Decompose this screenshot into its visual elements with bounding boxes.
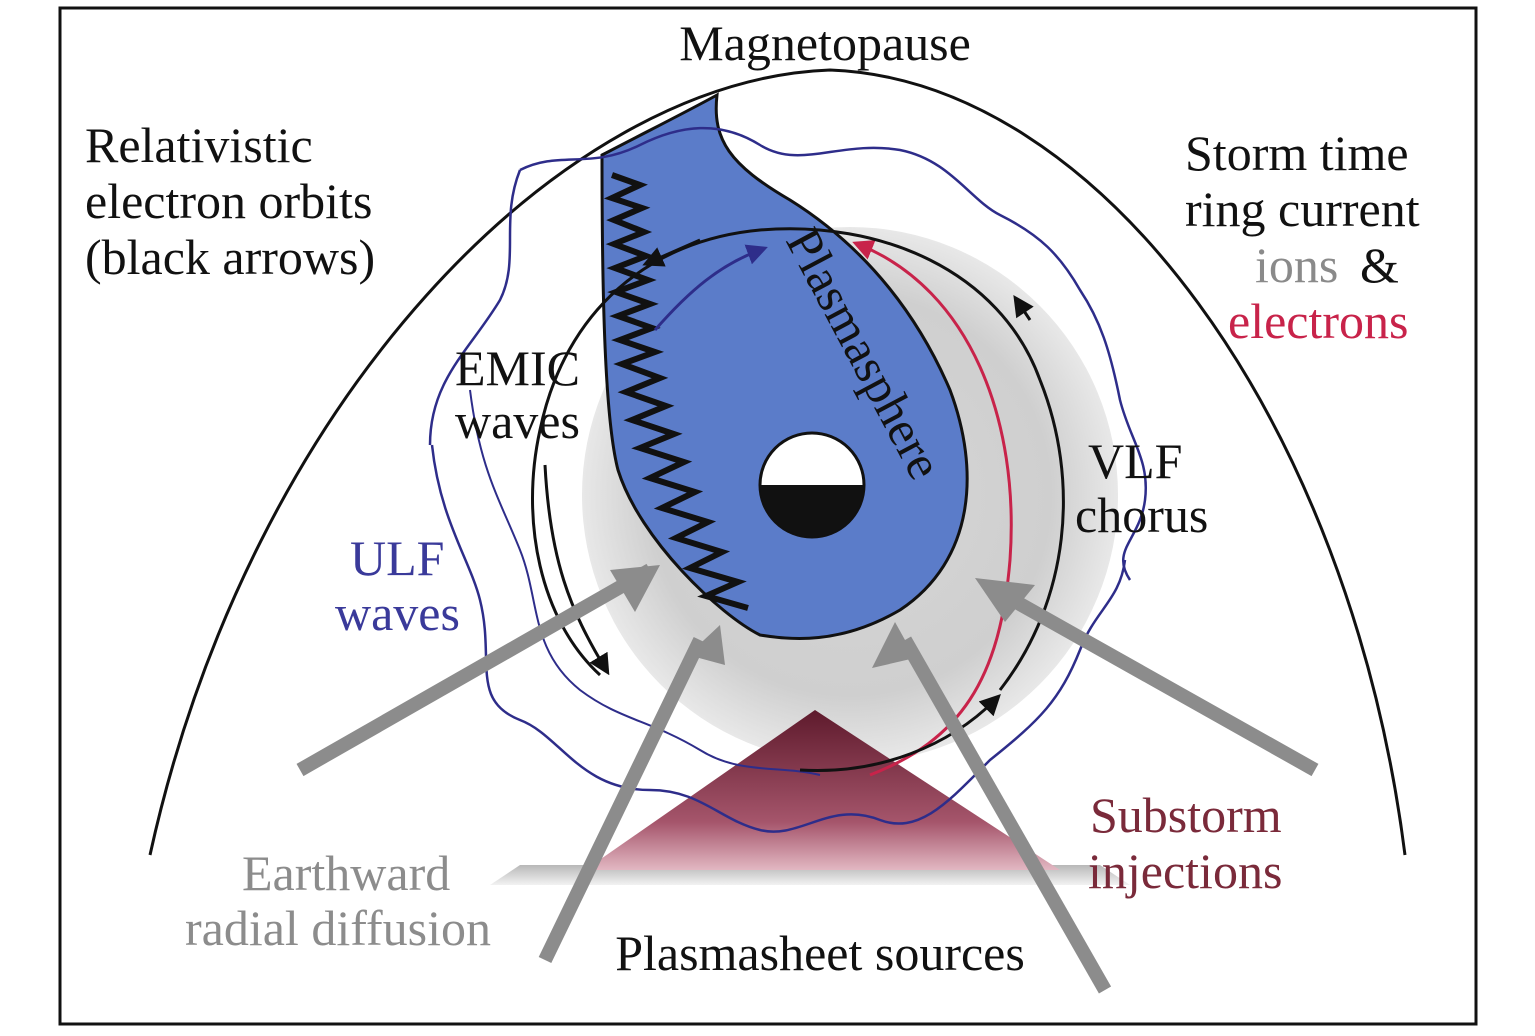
magnetopause-boundary <box>148 68 1407 856</box>
diffusion-arrow-2 <box>538 636 707 964</box>
storm-label-line1: Storm time <box>1185 125 1409 181</box>
diffusion-arrow-4 <box>991 583 1319 777</box>
relativistic-label-line1: Relativistic <box>85 117 313 173</box>
diffusion-arrow-3 <box>898 636 1112 994</box>
diffusion-arrowheads <box>610 565 1035 668</box>
storm-ions-label: ions <box>1255 237 1338 293</box>
earthward-label-line1: Earthward <box>242 845 450 901</box>
storm-electrons-label: electrons <box>1228 293 1408 349</box>
ulf-wave-outer <box>430 444 1127 833</box>
orbit-arrow-bottom <box>799 694 1001 773</box>
magnetopause-label: Magnetopause <box>679 15 971 71</box>
emic-label-line2: waves <box>455 393 580 449</box>
red-electron-arrow <box>852 240 1013 777</box>
diffusion-arrowhead-3 <box>872 622 915 668</box>
plasmasheet-label: Plasmasheet sources <box>615 925 1025 981</box>
relativistic-label-line3: (black arrows) <box>85 229 375 285</box>
blue-drift-arrow <box>653 244 768 331</box>
emic-label-line1: EMIC <box>455 340 580 396</box>
orbit-arrow-top <box>642 238 701 267</box>
substorm-label-line2: injections <box>1088 843 1282 899</box>
storm-label-line2: ring current <box>1185 181 1420 237</box>
orbit-arrow-left <box>543 464 610 676</box>
ulf-wave-inner <box>469 389 821 776</box>
orbit-arrow-right <box>1013 295 1034 321</box>
vlf-label-line1: VLF <box>1088 433 1182 489</box>
storm-amp-label: & <box>1360 237 1399 293</box>
diffusion-arrowhead-4 <box>975 578 1035 622</box>
diffusion-arrowhead-1 <box>610 565 660 612</box>
earth-night-side <box>760 485 864 537</box>
relativistic-label-line2: electron orbits <box>85 173 372 229</box>
ulf-label-line1: ULF <box>350 530 444 586</box>
plasmasphere-region <box>600 92 969 640</box>
substorm-label-line1: Substorm <box>1090 787 1282 843</box>
electron-orbit-ring <box>531 227 1065 691</box>
vlf-label-line2: chorus <box>1075 487 1208 543</box>
earthward-label-line2: radial diffusion <box>185 900 491 956</box>
diffusion-arrowhead-2 <box>688 625 725 665</box>
ulf-wave-upper <box>519 126 1148 581</box>
ulf-wave-left <box>428 169 522 446</box>
ulf-label-line2: waves <box>335 585 460 641</box>
radial-diffusion-arrows <box>296 563 1319 994</box>
diffusion-arrow-1 <box>296 563 654 777</box>
substorm-injection-wedge <box>585 710 1060 870</box>
emic-waves-zigzag <box>603 172 749 611</box>
